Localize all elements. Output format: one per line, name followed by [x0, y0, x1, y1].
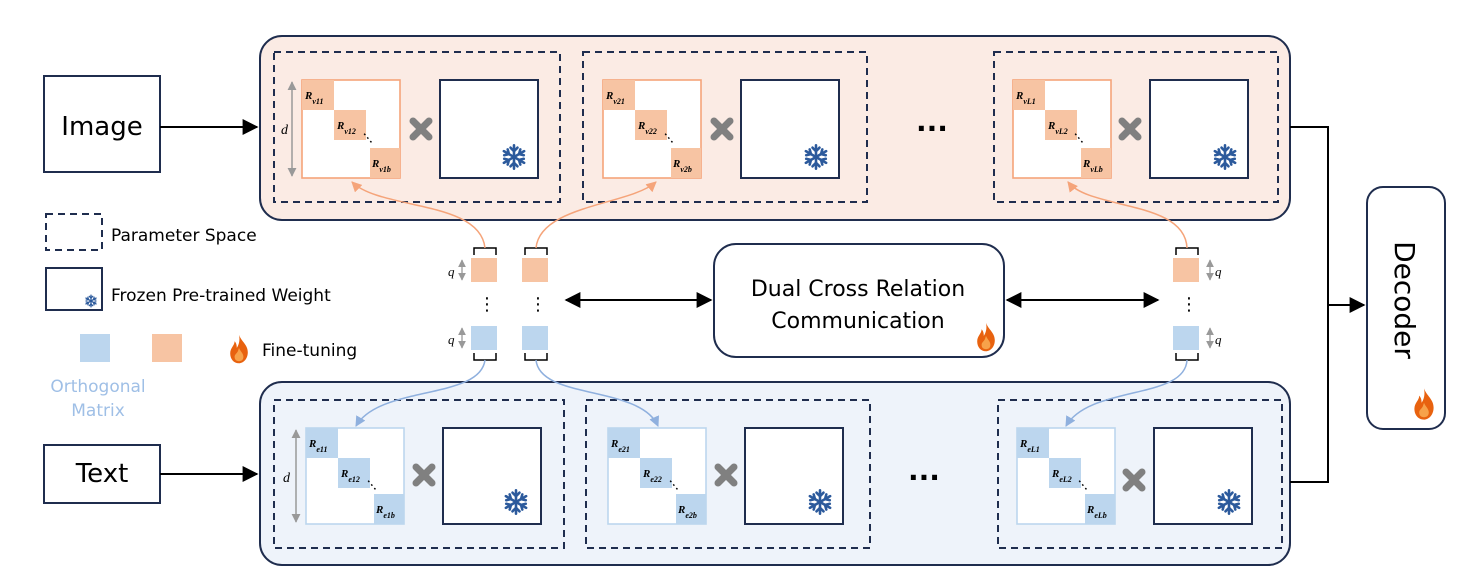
bottom-ellipsis: ··· — [908, 461, 940, 494]
legend-finetune-label: Fine-tuning — [262, 341, 357, 361]
orange-arrow-2 — [535, 181, 657, 249]
matrix-subscript: e22 — [650, 475, 662, 484]
flame-icon — [230, 334, 248, 364]
matrix-label-rb: RvLb — [1082, 158, 1103, 174]
legend-frozen-label: Frozen Pre-trained Weight — [111, 286, 331, 306]
matrix-label-r2: Re12 — [340, 468, 360, 484]
matrix-label-r2: Rv22 — [637, 120, 657, 136]
svg-text:⋮: ⋮ — [478, 294, 496, 315]
legend-orthogonal-line2: Matrix — [71, 401, 125, 421]
matrix-label-r2: Rv12 — [336, 120, 356, 136]
matrix-subscript: e11 — [316, 445, 327, 454]
matrix-subscript: v22 — [645, 127, 657, 136]
svg-text:q: q — [1215, 332, 1222, 347]
legend-parameter-space-swatch — [45, 213, 103, 251]
text-input-label: Text — [75, 459, 129, 489]
orthogonal-column-1: ⋮ q q — [448, 247, 497, 361]
matrix-subscript: eLb — [1094, 511, 1106, 520]
matrix-label-r2: RvL2 — [1047, 120, 1068, 136]
image-param-block-1: Rv11 Rv12 ⋮ Rv1b d — [273, 51, 561, 203]
orange-arrow-L — [1067, 181, 1188, 249]
dcrc-line1: Dual Cross Relation — [751, 277, 965, 302]
matrix-subscript: eL2 — [1059, 475, 1071, 484]
orthogonal-column-2: ⋮ — [522, 247, 548, 361]
decoder-box — [1366, 186, 1446, 430]
matrix-subscript: v11 — [312, 97, 323, 106]
svg-text:q: q — [448, 332, 455, 347]
frozen-weight — [442, 427, 542, 525]
legend-blue-swatch — [80, 334, 110, 362]
matrix-label-r2: Re22 — [642, 468, 662, 484]
dual-cross-relation-box — [713, 243, 1005, 358]
svg-text:q: q — [1215, 264, 1222, 279]
matrix-label-r1: Rv11 — [304, 90, 323, 106]
matrix-label-r1: Re21 — [610, 438, 630, 454]
text-param-block-L: ReL1 ReL2 ⋮ ReLb — [997, 399, 1283, 549]
orange-arrow-1 — [351, 181, 486, 249]
matrix-label-r1: ReL1 — [1019, 438, 1040, 454]
frozen-weight — [1149, 79, 1249, 179]
blue-arrow-2 — [535, 359, 659, 427]
matrix-subscript: e21 — [618, 445, 630, 454]
matrix-subscript: e2b — [685, 511, 697, 520]
matrix-subscript: vL1 — [1023, 97, 1035, 106]
matrix-label-r2: ReL2 — [1051, 468, 1072, 484]
legend-frozen-swatch — [45, 267, 103, 311]
matrix-subscript: v1b — [379, 165, 391, 174]
matrix-subscript: eL1 — [1027, 445, 1039, 454]
legend-parameter-space-label: Parameter Space — [111, 226, 257, 246]
image-param-block-L: RvL1 RvL2 ⋮ RvLb — [993, 51, 1279, 203]
text-to-decoder-line — [1290, 305, 1329, 483]
matrix-subscript: e1b — [383, 511, 395, 520]
matrix-label-rb: Rv1b — [371, 158, 391, 174]
matrix-subscript: vL2 — [1055, 127, 1067, 136]
matrix-subscript: v2b — [680, 165, 692, 174]
matrix-subscript: e12 — [348, 475, 360, 484]
matrix-label-rb: Rv2b — [672, 158, 692, 174]
image-input-box — [43, 75, 161, 173]
text-param-block-1: Re11 Re12 ⋮ Re1b d — [273, 399, 565, 549]
matrix-label-r1: Re11 — [308, 438, 327, 454]
orthogonal-column-L: ⋮ q q — [1173, 247, 1222, 361]
matrix-label-rb: Re1b — [375, 504, 395, 520]
matrix-subscript: v12 — [344, 127, 356, 136]
dim-d-label: d — [281, 123, 289, 138]
matrix-subscript: v21 — [613, 97, 625, 106]
matrix-label-r1: RvL1 — [1015, 90, 1036, 106]
image-param-block-2: Rv21 Rv22 ⋮ Rv2b — [582, 51, 868, 203]
image-to-decoder-line — [1290, 126, 1329, 305]
matrix-subscript: vLb — [1090, 165, 1102, 174]
text-param-block-2: Re21 Re22 ⋮ Re2b — [585, 399, 871, 549]
svg-text:⋮: ⋮ — [1180, 294, 1198, 315]
svg-text:q: q — [448, 264, 455, 279]
image-input-label: Image — [61, 112, 142, 142]
matrix-label-rb: Re2b — [677, 504, 697, 520]
dcrc-line2: Communication — [771, 309, 944, 334]
blue-arrow-L — [1065, 359, 1188, 427]
matrix-label-rb: ReLb — [1086, 504, 1107, 520]
frozen-weight — [1153, 427, 1253, 525]
top-ellipsis: ··· — [916, 112, 948, 145]
legend-orthogonal-line1: Orthogonal — [50, 377, 145, 397]
legend-orange-swatch — [152, 334, 182, 362]
frozen-weight — [744, 427, 844, 525]
frozen-weight — [740, 79, 840, 179]
matrix-label-r1: Rv21 — [605, 90, 625, 106]
decoder-label: Decoder — [1388, 241, 1421, 359]
dim-d-label: d — [283, 471, 291, 486]
svg-text:⋮: ⋮ — [529, 294, 547, 315]
blue-arrow-1 — [355, 359, 486, 427]
